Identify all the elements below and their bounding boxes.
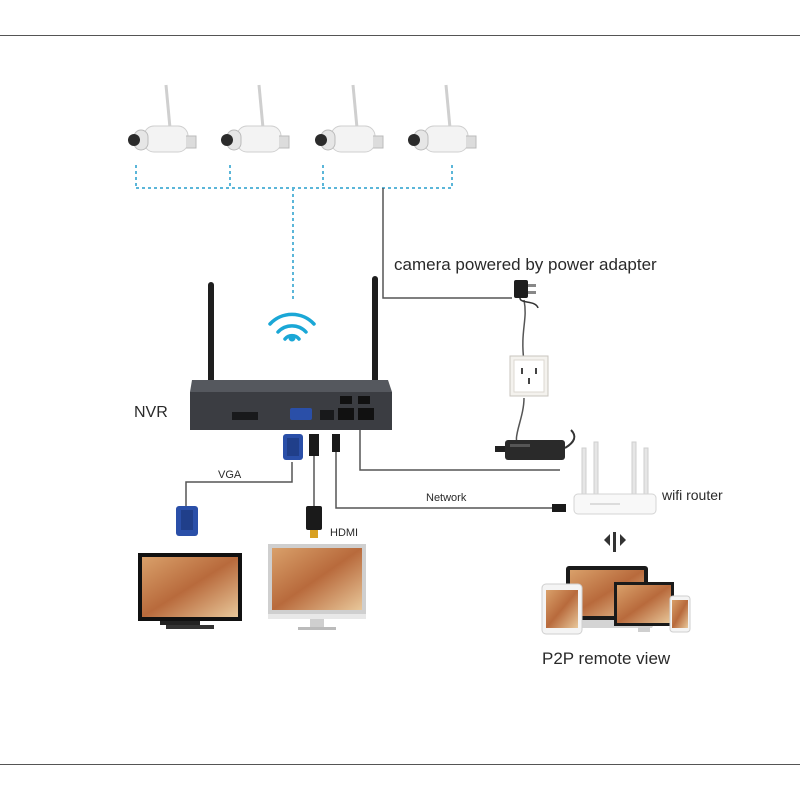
camera-2: [221, 85, 289, 152]
wireless-links: [136, 165, 452, 300]
power-adapter-label: camera powered by power adapter: [394, 255, 657, 274]
signal-antenna-icon: [604, 532, 626, 552]
nvr-device: [190, 276, 392, 430]
wifi-router-icon: [574, 442, 656, 514]
p2p-remote-view-label: P2P remote view: [542, 649, 671, 668]
output-cables: [186, 434, 560, 508]
camera-3: [315, 85, 383, 152]
vga-connector-icon: [283, 434, 303, 460]
vga-label: VGA: [218, 469, 242, 481]
hdmi-monitor: [268, 544, 366, 630]
network-label: Network: [426, 492, 467, 504]
nvr-power-brick-icon: [495, 430, 574, 460]
power-adapter-icon: [514, 280, 538, 308]
nvr-label: NVR: [134, 404, 168, 421]
hdmi-label: HDMI: [330, 527, 358, 539]
vga-monitor: [138, 553, 242, 629]
wifi-router-label: wifi router: [661, 487, 723, 503]
camera-4: [408, 85, 476, 152]
router-network-plug-icon: [552, 504, 566, 512]
vga-plug-icon: [176, 506, 198, 536]
wall-socket-icon: [510, 356, 548, 396]
network-plug-icon: [332, 434, 340, 452]
wifi-signal-icon: [270, 314, 314, 341]
remote-devices: [542, 566, 690, 634]
camera-1: [128, 85, 196, 152]
